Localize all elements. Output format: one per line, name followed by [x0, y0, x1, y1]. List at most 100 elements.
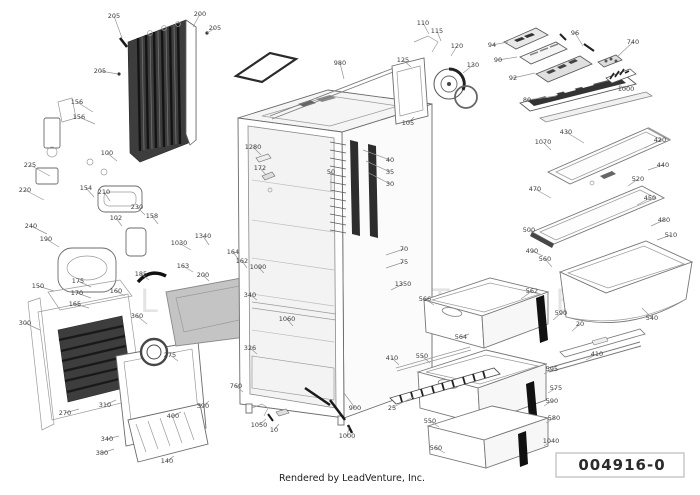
part-label[interactable]: 165	[69, 300, 81, 308]
part-label[interactable]: 562	[526, 287, 538, 295]
part-label[interactable]: 240	[25, 222, 37, 230]
part-label[interactable]: 450	[644, 194, 656, 202]
part-label[interactable]: 510	[665, 231, 677, 239]
part-label[interactable]: 220	[19, 186, 31, 194]
part-label[interactable]: 156	[73, 113, 85, 121]
part-label[interactable]: 1000	[618, 85, 635, 93]
part-label[interactable]: 20	[576, 320, 584, 328]
part-label[interactable]: 420	[654, 136, 666, 144]
part-label[interactable]: 470	[529, 185, 541, 193]
part-label[interactable]: 10	[270, 426, 278, 434]
part-label[interactable]: 172	[254, 164, 266, 172]
part-label[interactable]: 360	[131, 312, 143, 320]
part-label[interactable]: 1000	[339, 432, 356, 440]
part-label[interactable]: 300	[19, 319, 31, 327]
part-label[interactable]: 158	[146, 212, 158, 220]
part-label[interactable]: 130	[467, 61, 479, 69]
part-label[interactable]: 540	[646, 314, 658, 322]
part-label[interactable]: 1340	[195, 232, 212, 240]
part-label[interactable]: 185	[135, 270, 147, 278]
part-label[interactable]: 92	[509, 74, 517, 82]
part-label[interactable]: 480	[658, 216, 670, 224]
part-label[interactable]: 500	[523, 226, 535, 234]
part-label[interactable]: 490	[526, 247, 538, 255]
part-label[interactable]: 560	[539, 255, 551, 263]
part-label[interactable]: 564	[455, 333, 467, 341]
part-label[interactable]: 1090	[250, 263, 267, 271]
part-label[interactable]: 80	[523, 96, 531, 104]
part-label[interactable]: 105	[402, 119, 414, 127]
part-label[interactable]: 1040	[543, 437, 560, 445]
part-label[interactable]: 580	[548, 414, 560, 422]
part-label[interactable]: 340	[244, 291, 256, 299]
part-label[interactable]: 200	[197, 271, 209, 279]
part-label[interactable]: 100	[101, 149, 113, 157]
part-label[interactable]: 30	[386, 180, 394, 188]
part-label[interactable]: 125	[397, 56, 409, 64]
part-label[interactable]: 310	[99, 401, 111, 409]
part-label[interactable]: 560	[430, 444, 442, 452]
part-label[interactable]: 75	[400, 258, 408, 266]
part-label[interactable]: 410	[386, 354, 398, 362]
part-label[interactable]: 1280	[245, 143, 262, 151]
part-label[interactable]: 200	[194, 10, 206, 18]
part-label[interactable]: 900	[349, 404, 361, 412]
part-label[interactable]: 230	[131, 203, 143, 211]
part-label[interactable]: 160	[110, 287, 122, 295]
part-label[interactable]: 340	[101, 435, 113, 443]
part-label[interactable]: 162	[236, 257, 248, 265]
part-label[interactable]: 163	[177, 262, 189, 270]
part-label[interactable]: 1350	[395, 280, 412, 288]
part-label[interactable]: 50	[327, 168, 335, 176]
part-label[interactable]: 1060	[279, 315, 296, 323]
part-label[interactable]: 102	[110, 214, 122, 222]
part-label[interactable]: 175	[72, 277, 84, 285]
part-label[interactable]: 400	[167, 412, 179, 420]
part-label[interactable]: 270	[59, 409, 71, 417]
part-label[interactable]: 326	[244, 344, 256, 352]
part-label[interactable]: 275	[164, 351, 176, 359]
part-label[interactable]: 760	[230, 382, 242, 390]
part-label[interactable]: 1030	[171, 239, 188, 247]
part-label[interactable]: 156	[71, 98, 83, 106]
part-label[interactable]: 96	[571, 29, 579, 37]
part-label[interactable]: 150	[32, 282, 44, 290]
part-label[interactable]: 1050	[251, 421, 268, 429]
part-label[interactable]: 575	[550, 384, 562, 392]
part-label[interactable]: 520	[632, 175, 644, 183]
part-label[interactable]: 550	[416, 352, 428, 360]
part-label[interactable]: 210	[98, 188, 110, 196]
part-label[interactable]: 170	[71, 289, 83, 297]
part-label[interactable]: 590	[555, 309, 567, 317]
part-label[interactable]: 164	[227, 248, 239, 256]
part-label[interactable]: 154	[80, 184, 92, 192]
part-label[interactable]: 550	[424, 417, 436, 425]
part-label[interactable]: 120	[451, 42, 463, 50]
part-label[interactable]: 1070	[535, 138, 552, 146]
part-label[interactable]: 440	[657, 161, 669, 169]
part-label[interactable]: 90	[494, 56, 502, 64]
part-label[interactable]: 980	[334, 59, 346, 67]
part-label[interactable]: 205	[94, 67, 106, 75]
leader-line	[346, 426, 350, 437]
part-label[interactable]: 190	[40, 235, 52, 243]
part-label[interactable]: 430	[560, 128, 572, 136]
part-label[interactable]: 740	[627, 38, 639, 46]
part-label[interactable]: 35	[386, 168, 394, 176]
part-label[interactable]: 410	[591, 350, 603, 358]
part-label[interactable]: 595	[546, 365, 558, 373]
part-label[interactable]: 70	[400, 245, 408, 253]
part-label[interactable]: 140	[161, 457, 173, 465]
part-label[interactable]: 590	[546, 397, 558, 405]
part-label[interactable]: 225	[24, 161, 36, 169]
part-label[interactable]: 40	[386, 156, 394, 164]
part-label[interactable]: 566	[419, 295, 431, 303]
part-label[interactable]: 390	[197, 402, 209, 410]
part-label[interactable]: 205	[209, 24, 221, 32]
part-label[interactable]: 110	[417, 19, 429, 27]
part-label[interactable]: 115	[431, 27, 443, 35]
part-label[interactable]: 94	[488, 41, 496, 49]
part-label[interactable]: 380	[96, 449, 108, 457]
part-label[interactable]: 205	[108, 12, 120, 20]
part-label[interactable]: 25	[388, 404, 396, 412]
